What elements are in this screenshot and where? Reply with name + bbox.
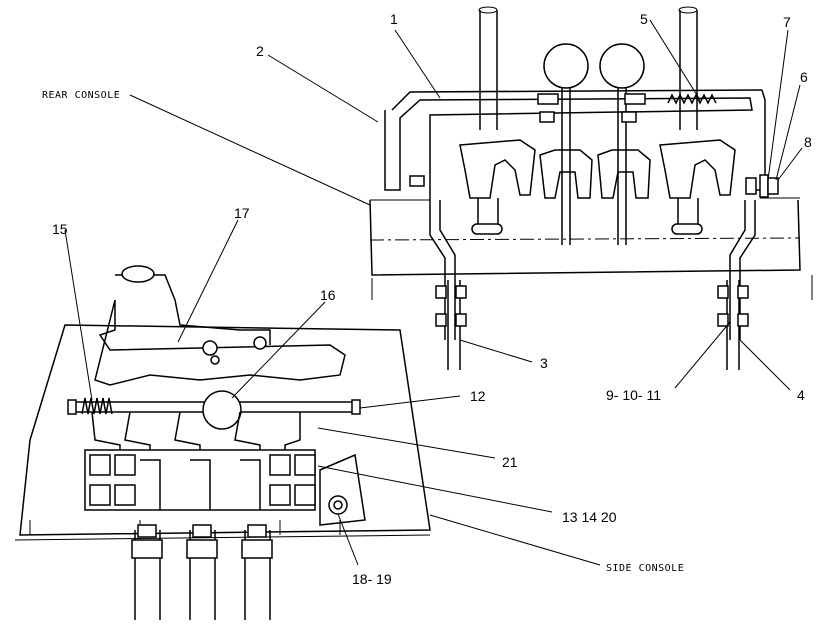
callout-2: 2	[256, 43, 264, 59]
link-arm-right	[729, 200, 756, 340]
rear-console-body	[369, 199, 801, 276]
callout-labels: REAR CONSOLE SIDE CONSOLE 1 2 3 4 5 6 7 …	[42, 11, 812, 587]
callout-13-14-20: 13 14 20	[562, 509, 617, 525]
side-console-body	[19, 324, 431, 536]
callout-12: 12	[470, 388, 486, 404]
return-spring	[667, 93, 717, 105]
bracket-bar	[384, 97, 753, 200]
callout-6: 6	[800, 69, 808, 85]
pivot-bracket	[319, 453, 366, 526]
callout-17: 17	[234, 205, 250, 221]
callout-16: 16	[320, 287, 336, 303]
callout-4: 4	[797, 387, 805, 403]
lever-knob-left	[543, 43, 589, 89]
rear-console-centerline	[369, 237, 801, 241]
callout-18-19: 18- 19	[352, 571, 392, 587]
leader-lines	[64, 19, 803, 566]
side-console-assembly	[14, 265, 431, 620]
boot-right	[659, 139, 736, 199]
lever-top	[121, 265, 155, 283]
boot-left	[459, 139, 536, 199]
link-arm-left	[429, 200, 456, 340]
rod-knob	[202, 390, 242, 430]
lever-shaft-right	[679, 10, 698, 130]
washer	[759, 174, 769, 198]
lever-cover	[94, 299, 346, 386]
callout-5: 5	[640, 11, 648, 27]
callout-1: 1	[390, 11, 398, 27]
output-rods	[131, 524, 273, 620]
callout-3: 3	[540, 355, 548, 371]
rear-console-assembly	[369, 6, 813, 370]
callout-7: 7	[783, 14, 791, 30]
callout-8: 8	[804, 134, 812, 150]
rod-spring	[81, 397, 113, 415]
callout-9-10-11: 9- 10- 11	[606, 387, 661, 403]
nut	[767, 177, 779, 195]
label-rear-console: REAR CONSOLE	[42, 90, 120, 101]
label-side-console: SIDE CONSOLE	[606, 563, 684, 574]
callout-21: 21	[502, 454, 518, 470]
lever-knob-right	[599, 43, 645, 89]
lever-shaft-left	[479, 10, 498, 130]
callout-15: 15	[52, 221, 68, 237]
